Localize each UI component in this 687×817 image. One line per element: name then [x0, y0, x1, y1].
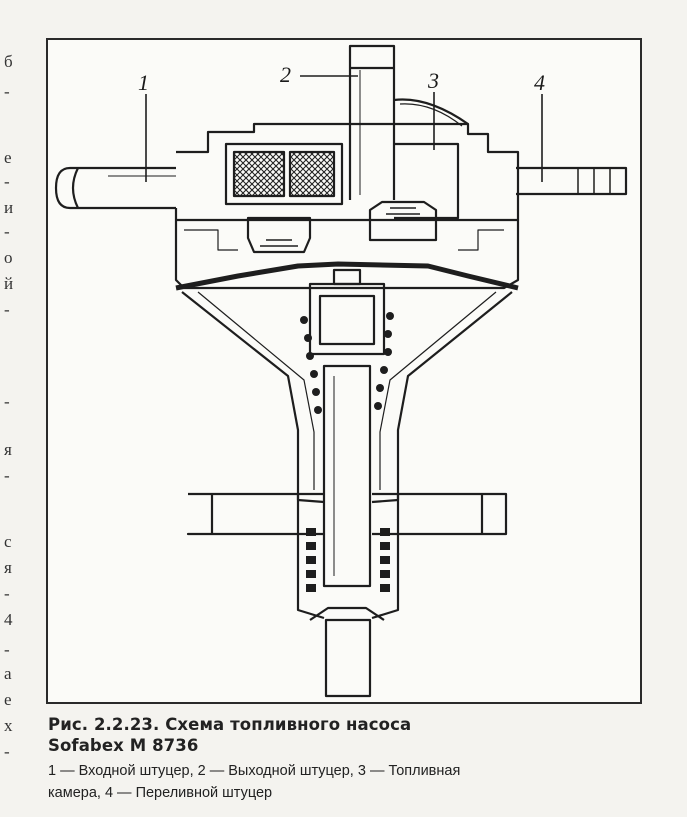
- inlet-pipe: [54, 166, 176, 210]
- inlet-valve: [246, 216, 312, 254]
- piston-assembly: [308, 268, 386, 588]
- figure-caption: Рис. 2.2.23. Схема топливного насоса Sof…: [48, 714, 668, 804]
- margin-glyph: -: [4, 640, 10, 659]
- margin-glyph: х: [4, 716, 13, 735]
- margin-glyph: и: [4, 198, 14, 217]
- page-margin-text: б - е - и - о й - - я - с я - 4 - а е х …: [0, 0, 24, 817]
- callout-label-3: 3: [427, 68, 439, 93]
- margin-glyph: 4: [4, 610, 13, 629]
- margin-glyph: -: [4, 466, 10, 485]
- callout-label-1: 1: [138, 70, 149, 95]
- margin-glyph: -: [4, 742, 10, 761]
- margin-glyph: я: [4, 558, 12, 577]
- outlet-valve: [368, 200, 438, 242]
- fuel-pump-diagram: 1 2 3 4: [54, 44, 628, 698]
- margin-glyph: -: [4, 82, 10, 101]
- margin-glyph: -: [4, 392, 10, 411]
- lower-guide: [296, 534, 400, 698]
- margin-glyph: б: [4, 52, 13, 71]
- margin-glyph: е: [4, 690, 12, 709]
- upper-cover: [174, 98, 520, 220]
- overflow-pipe: [516, 166, 628, 196]
- mounting-flange: [186, 492, 508, 536]
- caption-legend-line: 1 — Входной штуцер, 2 — Выходной штуцер,…: [48, 763, 461, 779]
- lower-housing: [181, 291, 513, 504]
- filter-element: [224, 142, 344, 206]
- upper-spring: [300, 312, 394, 414]
- callout-label-2: 2: [280, 62, 291, 87]
- margin-glyph: -: [4, 300, 10, 319]
- diaphragm: [175, 261, 519, 291]
- caption-legend-line: камера, 4 — Переливной штуцер: [48, 785, 273, 801]
- margin-glyph: с: [4, 532, 12, 551]
- margin-glyph: й: [4, 274, 14, 293]
- margin-glyph: е: [4, 148, 12, 167]
- margin-glyph: а: [4, 664, 12, 683]
- caption-title-line: Sofabex M 8736: [48, 736, 199, 755]
- margin-glyph: о: [4, 248, 13, 267]
- margin-glyph: -: [4, 584, 10, 603]
- margin-glyph: я: [4, 440, 12, 459]
- margin-glyph: -: [4, 222, 10, 241]
- caption-title-line: Рис. 2.2.23. Схема топливного насоса: [48, 715, 412, 734]
- pump-body: [174, 218, 520, 290]
- caption-title: Рис. 2.2.23. Схема топливного насоса Sof…: [48, 714, 668, 756]
- fuel-chamber: [394, 142, 460, 220]
- leader-lines: [145, 75, 543, 182]
- fuel-pump-diagram-frame: 1 2 3 4: [46, 38, 642, 704]
- callout-label-4: 4: [534, 70, 545, 95]
- margin-glyph: -: [4, 172, 10, 191]
- lower-spring: [306, 528, 390, 592]
- caption-legend: 1 — Входной штуцер, 2 — Выходной штуцер,…: [48, 760, 668, 804]
